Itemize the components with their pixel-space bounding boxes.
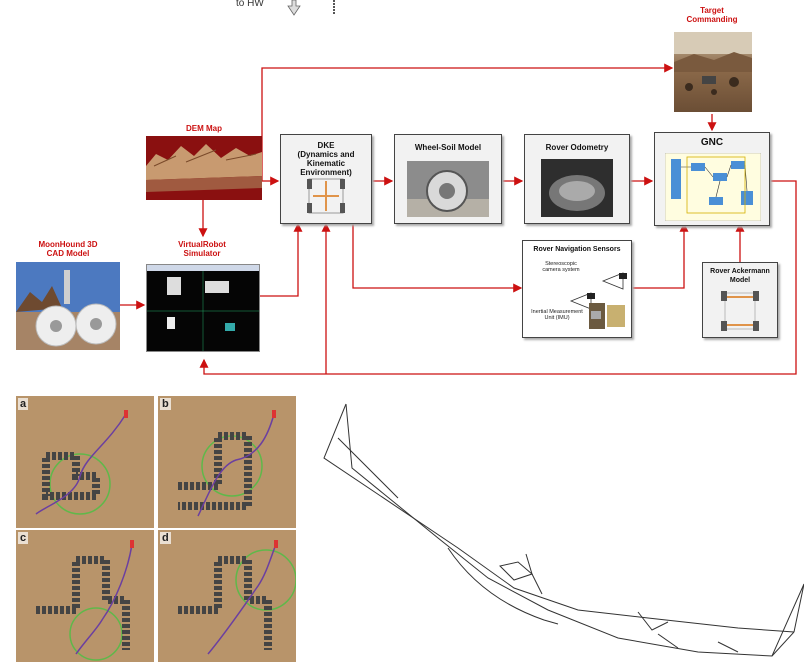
panel-a: a [16, 396, 154, 528]
imu-photo [587, 299, 627, 333]
panel-a-tag: a [18, 398, 28, 410]
dem-map-image [146, 136, 262, 200]
nav-sensors-label: Rover Navigation Sensors [523, 245, 631, 254]
dem-map-label: DEM Map [146, 124, 262, 133]
panel-b: b [158, 396, 296, 528]
virtualrobot-label: VirtualRobot Simulator [146, 240, 258, 258]
chassis-icon [305, 175, 347, 217]
rover-odometry-block: Rover Odometry [524, 134, 630, 224]
imu-label: Inertial Measurement Unit (IMU) [527, 309, 587, 321]
target-commanding-photo [674, 32, 752, 112]
ackermann-chassis-icon [719, 289, 761, 333]
target-commanding-label: Target Commanding [672, 6, 752, 24]
panel-d-tag: d [160, 532, 171, 544]
gnc-label: GNC [655, 137, 769, 148]
panel-c-tag: c [18, 532, 28, 544]
moonhound-photo [16, 262, 120, 350]
flying-wing-drawing [318, 398, 804, 664]
ackermann-block: Rover Ackermann Model [702, 262, 778, 338]
panel-b-tag: b [160, 398, 171, 410]
dke-label: DKE (Dynamics and Kinematic Environment) [281, 141, 371, 177]
panel-grid: a b c d [16, 396, 298, 662]
nav-sensors-block: Rover Navigation Sensors Stereoscopic ca… [522, 240, 632, 338]
wheel-soil-block: Wheel-Soil Model [394, 134, 502, 224]
dke-block: DKE (Dynamics and Kinematic Environment) [280, 134, 372, 224]
gnc-block: GNC [654, 132, 770, 226]
moonhound-label: MoonHound 3D CAD Model [16, 240, 120, 258]
panel-c: c [16, 530, 154, 662]
wheel-photo [407, 161, 489, 217]
ackermann-label: Rover Ackermann Model [703, 267, 777, 285]
virtualrobot-screen [146, 264, 260, 352]
panel-d: d [158, 530, 296, 662]
rover-odometry-label: Rover Odometry [525, 143, 629, 152]
odometry-photo [541, 159, 613, 217]
gnc-block-diagram [665, 153, 761, 221]
wheel-soil-label: Wheel-Soil Model [395, 143, 501, 152]
